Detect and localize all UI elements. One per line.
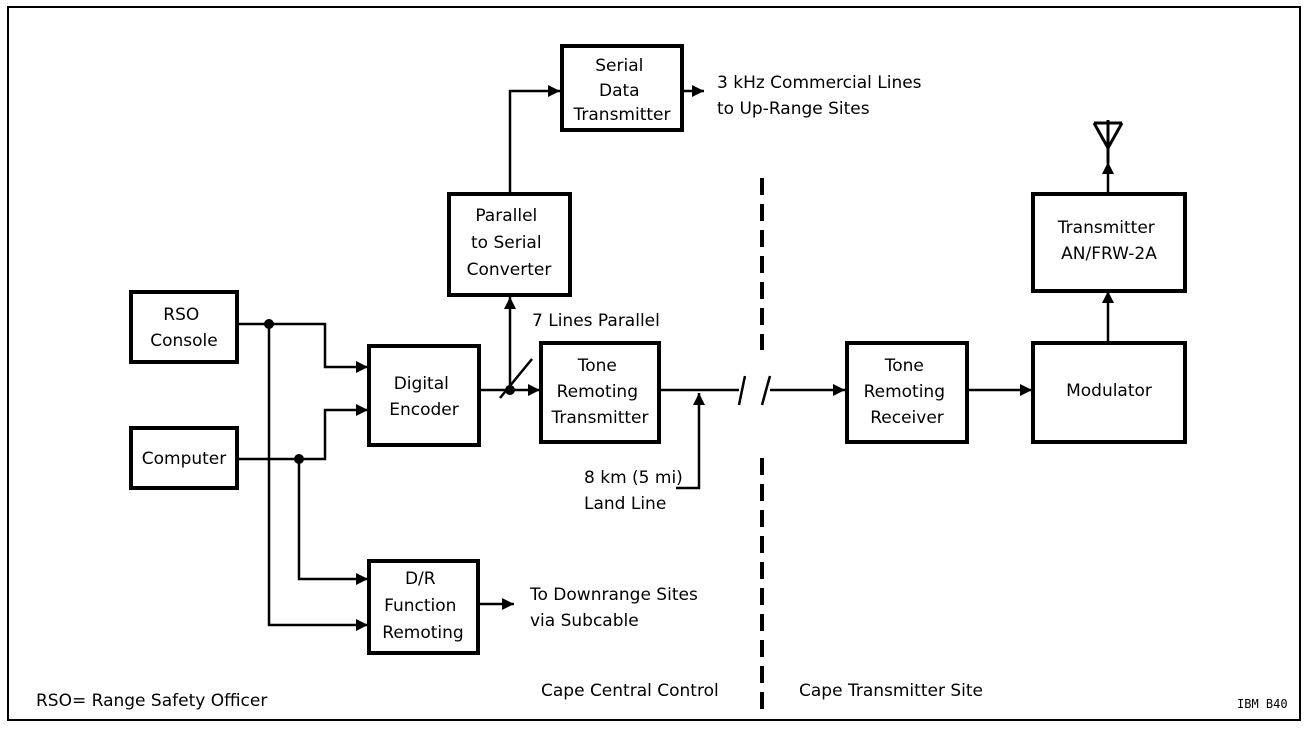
rso-legend-label: RSO= Range Safety Officer	[36, 691, 267, 711]
tone-tx-line-1: Tone	[577, 356, 617, 376]
dr-line-2: Function	[384, 596, 456, 616]
tone-remoting-transmitter-block: Tone Remoting Transmitter	[539, 341, 661, 444]
rso-console-block: RSO Console	[129, 290, 239, 364]
converter-line-2: to Serial	[471, 233, 542, 253]
commercial-lines-label: 3 kHz Commercial Lines to Up-Range Sites	[717, 73, 927, 119]
outer-frame	[7, 6, 1301, 721]
land-line-2: Land Line	[584, 494, 666, 514]
cape-transmitter-site-label: Cape Transmitter Site	[799, 681, 983, 701]
modulator-block: Modulator	[1031, 341, 1187, 444]
rso-line-1: RSO	[163, 305, 199, 325]
svg-text:Parallel to Serial: Parallel to Serial Converter	[467, 206, 552, 280]
digital-encoder-block: Digital Encoder	[367, 344, 481, 447]
cape-central-control-label: Cape Central Control	[541, 681, 719, 701]
computer-label: Computer	[142, 449, 227, 469]
commercial-line-2: to Up-Range Sites	[717, 99, 870, 119]
transmitter-an-frw-2a-block: Transmitter AN/FRW-2A	[1031, 192, 1187, 293]
converter-to-serial-tx-line	[508, 85, 560, 193]
computer-to-encoder-line	[237, 404, 368, 461]
transmitter-line-2: AN/FRW-2A	[1061, 244, 1157, 264]
land-line-1: 8 km (5 mi)	[584, 468, 683, 488]
computer-block: Computer	[129, 426, 239, 490]
tone-remoting-receiver-block: Tone Remoting Receiver	[845, 341, 969, 444]
downrange-line-2: via Subcable	[530, 611, 639, 631]
rso-to-dr-line	[267, 324, 368, 631]
rso-to-encoder-line	[237, 322, 368, 373]
dr-line-3: Remoting	[382, 623, 463, 643]
tone-rx-line-3: Receiver	[870, 408, 944, 428]
computer-to-dr-line	[297, 459, 368, 585]
svg-text:Serial Data Transm: Serial Data Transmitter	[573, 56, 671, 125]
serial-tx-line-2: Data	[599, 81, 640, 101]
serial-tx-line-1: Serial	[595, 56, 643, 76]
rso-line-2: Console	[150, 331, 218, 351]
serial-data-transmitter-block: Serial Data Transmitter	[560, 44, 684, 132]
encoder-line-2: Encoder	[389, 400, 459, 420]
dr-function-remoting-block: D/R Function Remoting	[367, 559, 480, 655]
downrange-sites-label: To Downrange Sites via Subcable	[529, 585, 703, 631]
land-line-leader	[676, 393, 705, 490]
parallel-slash	[499, 358, 533, 399]
seven-lines-parallel-label: 7 Lines Parallel	[532, 311, 660, 331]
connections	[237, 85, 1114, 631]
tone-tx-line-2: Remoting	[557, 382, 638, 402]
svg-text:Modulator: Modulator	[1066, 381, 1152, 401]
converter-line-3: Converter	[467, 260, 552, 280]
svg-text:RSO Console: RSO Console	[150, 305, 218, 351]
transmitter-line-1: Transmitter	[1057, 218, 1155, 238]
svg-text:D/R Function Remot: D/R Function Remoting	[382, 569, 463, 643]
commercial-line-1: 3 kHz Commercial Lines	[717, 73, 922, 93]
antenna-icon	[1092, 120, 1124, 163]
tone-rx-line-2: Remoting	[864, 382, 945, 402]
svg-text:Tone Remoting Tran: Tone Remoting Transmitter	[551, 356, 649, 428]
tone-tx-line-3: Transmitter	[551, 408, 649, 428]
serial-tx-line-3: Transmitter	[573, 105, 671, 125]
svg-text:Tone Remoting Rece: Tone Remoting Receiver	[864, 356, 951, 428]
break-mark-1	[737, 375, 747, 406]
downrange-line-1: To Downrange Sites	[529, 585, 698, 605]
computer-junction-dot	[294, 454, 304, 464]
converter-line-1: Parallel	[475, 206, 537, 226]
svg-text:Digital Encoder: Digital Encoder	[389, 374, 459, 420]
encoder-line-1: Digital	[394, 374, 449, 394]
figure-id-label: IBM B40	[1237, 697, 1288, 711]
land-line-label: 8 km (5 mi) Land Line	[584, 468, 688, 514]
break-mark-2	[760, 375, 772, 406]
modulator-label: Modulator	[1066, 381, 1152, 401]
rso-junction-dot	[264, 319, 274, 329]
parallel-to-serial-converter-block: Parallel to Serial Converter	[447, 192, 572, 297]
svg-text:Transmitter AN/FRW-2A: Transmitter AN/FRW-2A	[1057, 218, 1160, 264]
dr-line-1: D/R	[405, 569, 436, 589]
tone-rx-line-1: Tone	[884, 356, 924, 376]
svg-text:Computer: Computer	[142, 449, 227, 469]
